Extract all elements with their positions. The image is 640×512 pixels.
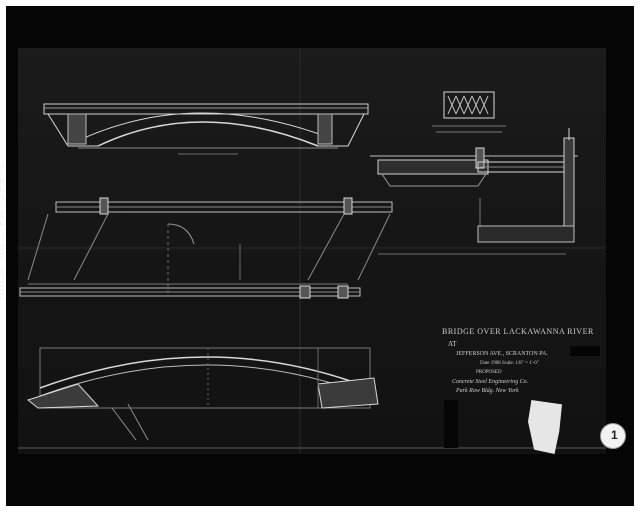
registration-target-icon: 1 [600, 423, 626, 449]
blueprint-sheet: BRIDGE OVER LACKAWANNA RIVER AT JEFFERSO… [18, 48, 606, 454]
tape-mark [570, 346, 600, 356]
drawing-label: PROPOSED [476, 370, 502, 375]
drawing-location: JEFFERSON AVE., SCRANTON PA. [456, 351, 548, 357]
haer-number-label: HAER No. PA-599-2 [0, 160, 8, 300]
drawing-title: BRIDGE OVER LACKAWANNA RIVER [442, 327, 594, 336]
blueprint-drawings [18, 48, 606, 454]
drawing-date-scale: Date 1908 Scale: 1/8" = 1'-0" [480, 361, 539, 366]
longitudinal-section-view [26, 347, 379, 441]
drawing-at: AT [448, 340, 457, 348]
drawing-company: Concrete Steel Engineering Co. [452, 379, 529, 385]
drawing-address: Park Row Bldg. New York [456, 388, 519, 394]
target-glyph: 1 [611, 428, 618, 442]
plan-view [19, 197, 393, 299]
torn-paper-corner [528, 400, 562, 454]
tape-mark [444, 400, 458, 448]
railing-detail [432, 91, 506, 133]
elevation-view [43, 103, 369, 155]
cross-section-view [370, 128, 578, 255]
